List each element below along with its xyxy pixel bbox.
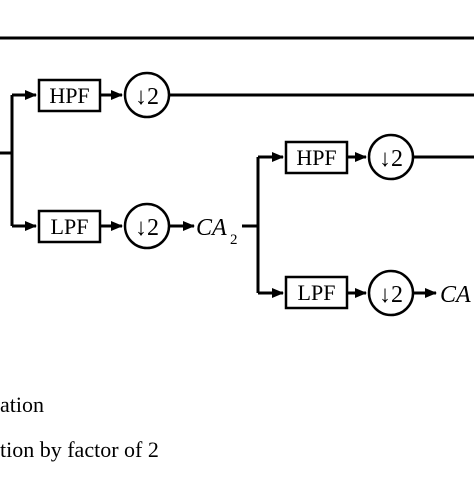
downsampler-1: ↓2 [123,71,171,119]
downsampler-3: ↓2 [367,133,415,181]
lpf-label-1: LPF [51,214,89,239]
hpf-label-2: HPF [296,145,336,170]
downsampler-4: ↓2 [367,269,415,317]
ca3-partial-label: CA [440,282,471,308]
hpf-label-1: HPF [49,83,89,108]
downsample-symbol-1: ↓2 [135,84,159,110]
downsample-symbol-3: ↓2 [379,146,403,172]
legend-line-1: ation [0,392,44,417]
lpf-block-1: LPF [37,209,102,244]
ca2-label: CA [196,215,227,241]
legend-line-2: tion by factor of 2 [0,437,159,462]
downsampler-2: ↓2 [123,202,171,250]
ca2-subscript: 2 [230,232,238,248]
lpf-label-2: LPF [298,280,336,305]
lpf-block-2: LPF [284,275,349,310]
legend: ation tion by factor of 2 [0,392,159,462]
hpf-block-1: HPF [37,78,102,113]
downsample-symbol-4: ↓2 [379,282,403,308]
downsample-symbol-2: ↓2 [135,215,159,241]
hpf-block-2: HPF [284,140,349,175]
